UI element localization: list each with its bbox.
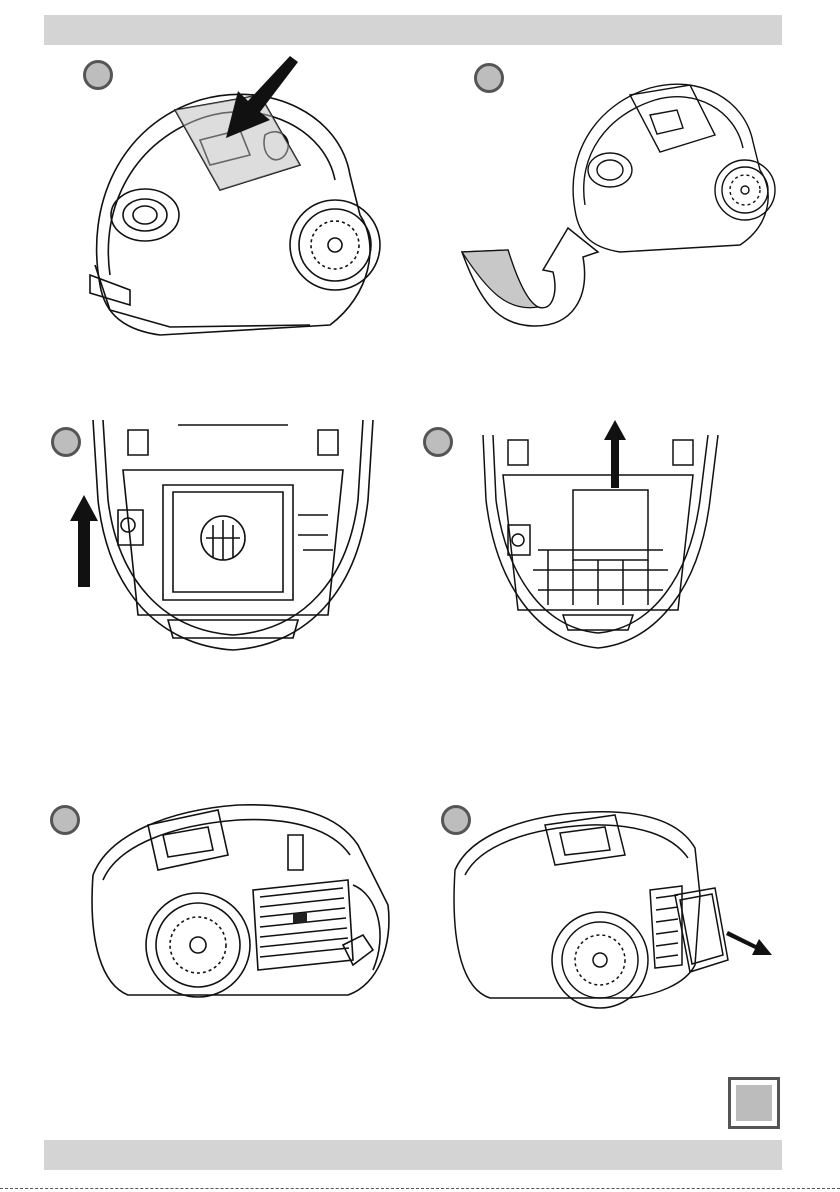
- step-3-illustration: [88, 420, 378, 660]
- step-3-badge: [51, 427, 81, 457]
- step-6-illustration: [450, 800, 735, 1015]
- page-number-box: [728, 1077, 780, 1129]
- up-arrow-icon: [70, 495, 98, 587]
- step-5-badge: [50, 805, 80, 835]
- footer-bar: [44, 1140, 782, 1170]
- up-arrow-small-icon: [604, 420, 626, 488]
- step-5-illustration: [88, 795, 398, 1010]
- press-arrow-icon: [208, 56, 303, 146]
- page-number: [736, 1085, 772, 1121]
- step-4-badge: [423, 427, 453, 457]
- lift-arrow-icon: [458, 222, 603, 332]
- header-bar: [44, 15, 782, 45]
- pull-out-arrow-icon: [726, 925, 774, 957]
- step-2-badge: [474, 63, 504, 93]
- step-4-illustration: [478, 420, 723, 655]
- crop-line: [0, 1188, 840, 1189]
